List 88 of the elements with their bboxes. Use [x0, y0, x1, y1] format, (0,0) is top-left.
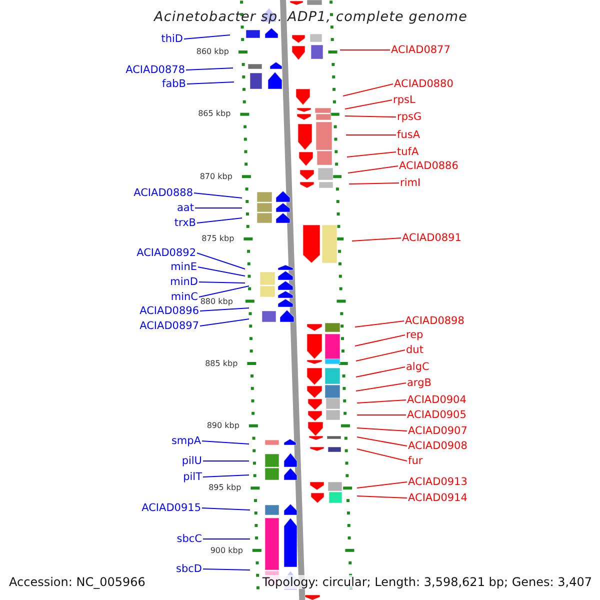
gene-label: ACIAD0907: [408, 424, 468, 438]
leader-line: [354, 334, 406, 346]
leader-line: [356, 496, 408, 498]
leader-line: [356, 428, 408, 432]
scale-label: 870 kbp: [200, 172, 232, 181]
leader-line: [186, 68, 234, 70]
leader-line: [200, 308, 250, 312]
gene-label: dut: [406, 344, 424, 356]
leader-line: [202, 508, 250, 510]
leader-line: [196, 218, 242, 224]
leader-line: [202, 440, 250, 444]
leader-line: [348, 182, 400, 184]
leader-line: [184, 34, 230, 40]
gene-label: ACIAD0878: [126, 64, 185, 76]
leader-line: [352, 238, 402, 242]
leader-line: [344, 100, 392, 110]
gene-label: ACIAD0888: [134, 186, 193, 200]
gene-label: sbcC: [176, 532, 202, 546]
gene-label: fur: [408, 454, 423, 468]
leader-line: [356, 350, 406, 362]
gene-label: ACIAD0905: [407, 408, 466, 422]
gene-label: argB: [407, 376, 432, 390]
gene-label: ACIAD0891: [402, 232, 462, 244]
footer-text: Accession: NC_005966: [9, 575, 146, 589]
scale-label: 900 kbp: [210, 546, 243, 554]
leader-line: [346, 134, 396, 136]
gene-label: rpsG: [397, 110, 422, 124]
gene-label: ACIAD0914: [408, 492, 468, 504]
gene-label: ACIAD0898: [405, 314, 464, 328]
gene-label: ACIAD0913: [408, 476, 468, 488]
gene-label: rep: [406, 328, 424, 342]
gene-label: pilU: [182, 454, 202, 468]
scale-label: 880 kbp: [200, 298, 233, 306]
gene-label: ACIAD0892: [136, 246, 196, 260]
gene-label: sbcD: [176, 562, 202, 576]
gene-label: ACIAD0908: [408, 440, 468, 452]
leader-line: [202, 460, 250, 462]
gene-label: rpsL: [393, 94, 416, 106]
leader-line: [200, 318, 250, 326]
gene-label: fusA: [397, 128, 420, 142]
leader-line: [356, 400, 406, 404]
leader-line: [348, 166, 398, 174]
gene-label: ACIAD0877: [391, 44, 450, 56]
gene-label: fabB: [162, 78, 186, 90]
gene-label: minD: [170, 276, 198, 288]
gene-label: minE: [170, 260, 197, 274]
leader-line: [354, 320, 404, 328]
leader-line: [342, 84, 394, 96]
leader-line: [356, 436, 408, 446]
gene-label: algC: [406, 360, 430, 374]
gene-label: ACIAD0904: [407, 394, 466, 406]
leader-line: [344, 116, 396, 118]
leader-line: [202, 538, 250, 540]
gene-label: minC: [170, 290, 198, 304]
gene-label: ACIAD0915: [142, 502, 201, 514]
footer-text: Topology: circular; Length: 3,598,621 bp; Genes: 3,407: [262, 575, 592, 589]
leader-line: [356, 382, 406, 392]
gene-label: aat: [177, 202, 194, 214]
leader-line: [346, 152, 396, 158]
gene-label: ACIAD0897: [140, 320, 199, 332]
leader-line: [196, 252, 246, 270]
gene-label: ACIAD0886: [399, 160, 458, 172]
gene-label: trxB: [174, 216, 196, 230]
leader-line: [356, 366, 406, 378]
gene-label: rimI: [400, 176, 421, 190]
scale-label: 875 kbp: [202, 235, 234, 243]
scale-label: 890 kbp: [206, 422, 240, 430]
leader-line: [356, 414, 406, 416]
leader-line: [198, 286, 250, 298]
scale-label: 865 kbp: [198, 110, 231, 118]
scale-label: 895 kbp: [208, 484, 242, 492]
gene-label: thiD: [161, 32, 183, 46]
gene-label: ACIAD0896: [140, 304, 199, 318]
scale-label: 885 kbp: [205, 360, 238, 368]
leader-line: [198, 266, 246, 276]
leader-line: [356, 482, 408, 488]
scale-label: 860 kbp: [196, 48, 229, 56]
leader-line: [202, 568, 250, 570]
gene-label: tufA: [397, 146, 419, 158]
leader-line: [202, 474, 250, 478]
leader-line: [198, 282, 246, 284]
map-title: Acinetobacter sp. ADP1, complete genome: [154, 9, 468, 25]
gene-label: smpA: [171, 434, 201, 448]
gene-label: pilT: [183, 470, 202, 484]
leader-line: [186, 82, 234, 84]
gene-label: ACIAD0880: [394, 78, 454, 90]
leader-line: [356, 448, 408, 462]
leader-line: [194, 192, 242, 198]
